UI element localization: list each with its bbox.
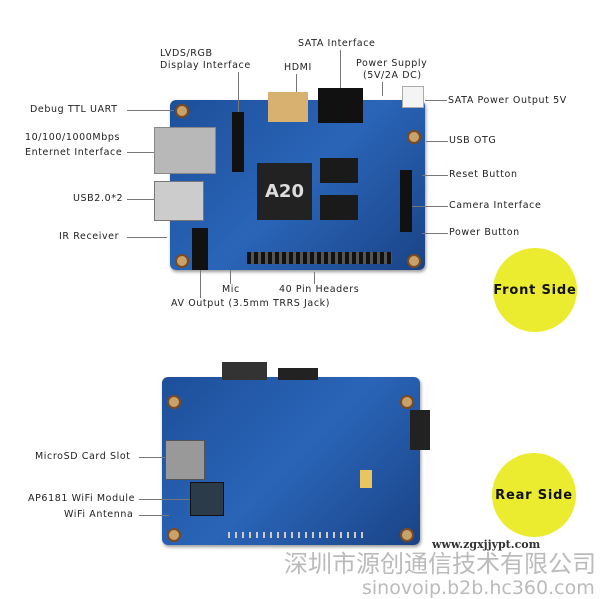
- ram-chip: [320, 158, 358, 183]
- watermark-site: www.zgxjjypt.com: [432, 538, 541, 551]
- mount-hole: [400, 528, 414, 542]
- pin-header: [247, 252, 392, 264]
- rear-side-badge: Rear Side: [492, 453, 576, 537]
- label-lvds-2: Display Interface: [160, 60, 251, 71]
- mount-hole: [407, 130, 421, 144]
- crystal: [360, 470, 372, 488]
- mount-hole: [175, 254, 189, 268]
- watermark-url: sinovoip.b2b.hc360.com: [362, 577, 595, 599]
- label-uart: Debug TTL UART: [30, 104, 118, 115]
- label-wifi-module: AP6181 WiFi Module: [28, 493, 136, 504]
- microsd-slot: [165, 440, 205, 480]
- mount-hole: [400, 395, 414, 409]
- label-camera: Camera Interface: [449, 200, 542, 211]
- mount-hole: [167, 528, 181, 542]
- label-microsd: MicroSD Card Slot: [35, 451, 131, 462]
- av-jack: [192, 228, 208, 270]
- label-mic: Mic: [222, 284, 240, 295]
- soc-chip: A20: [257, 163, 312, 220]
- label-hdmi: HDMI: [284, 62, 312, 73]
- sata-port-rear: [222, 362, 267, 380]
- label-sata-power: SATA Power Output 5V: [448, 95, 567, 106]
- rear-board: [162, 377, 420, 545]
- mount-hole: [407, 254, 421, 268]
- sata-power-port: [402, 86, 424, 108]
- label-power-button: Power Button: [449, 227, 520, 238]
- label-ethernet: 10/100/1000Mbps: [25, 132, 121, 143]
- usb-rear: [410, 410, 430, 450]
- label-usb2: USB2.0*2: [73, 193, 124, 204]
- label-lvds: LVDS/RGB: [160, 48, 213, 59]
- camera-connector: [400, 170, 412, 232]
- label-ethernet-2: Enternet Interface: [25, 147, 123, 158]
- label-sata: SATA Interface: [298, 38, 376, 49]
- label-av-output: AV Output (3.5mm TRRS Jack): [171, 298, 331, 309]
- front-side-badge: Front Side: [493, 248, 577, 332]
- usb-port: [154, 181, 204, 221]
- mount-hole: [175, 104, 189, 118]
- hdmi-port: [268, 92, 308, 122]
- label-wifi-antenna: WiFi Antenna: [64, 509, 134, 520]
- pin-header-rear: [228, 532, 368, 538]
- label-power-supply-2: (5V/2A DC): [363, 70, 422, 81]
- hdmi-port-rear: [278, 368, 318, 380]
- label-power-supply: Power Supply: [356, 58, 428, 69]
- lvds-connector: [232, 112, 244, 172]
- sata-port: [318, 88, 363, 123]
- mount-hole: [167, 395, 181, 409]
- ethernet-port: [154, 127, 216, 174]
- wifi-module: [190, 482, 224, 516]
- watermark-company: 深圳市源创通信技术有限公司: [284, 550, 596, 578]
- label-reset: Reset Button: [449, 169, 518, 180]
- label-ir: IR Receiver: [59, 231, 120, 242]
- label-usb-otg: USB OTG: [449, 135, 497, 146]
- label-pin-headers: 40 Pin Headers: [279, 284, 360, 295]
- ram-chip: [320, 195, 358, 220]
